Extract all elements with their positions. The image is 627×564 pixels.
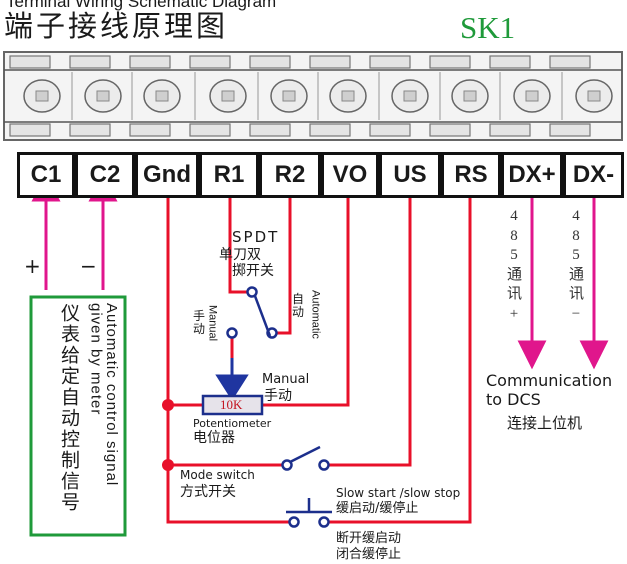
slow-note-2: 闭合缓停止 [336, 547, 402, 562]
red-wires [166, 196, 472, 524]
manual2-label-en: Manual [262, 372, 310, 387]
mode-switch-label-en: Mode switch [180, 468, 255, 482]
slow-note-1: 断开缓启动 [336, 531, 402, 546]
slow-label-en: Slow start /slow stop [336, 486, 461, 500]
model-label: SK1 [460, 10, 516, 45]
spdt-label-en: SPDT [232, 228, 280, 246]
comm-label-en-2: to DCS [486, 390, 541, 409]
automatic-label-cn: 自动 [292, 292, 305, 320]
auto-signal-label-en: Automatic control signal given by meter [87, 303, 120, 487]
pot-value: 10K [220, 397, 243, 412]
spdt-switch [226, 286, 278, 339]
terminal-c2: C2 [75, 152, 135, 198]
manual-label-en: Manual [206, 305, 219, 342]
title-english: Terminal Wiring Schematic Diagram [6, 0, 277, 11]
auto-signal-box [29, 295, 127, 537]
pot-label-cn: 电位器 [193, 430, 235, 446]
terminal-dx-minus: DX- [563, 152, 624, 198]
slow-start-switch [286, 498, 332, 528]
terminal-vo: VO [321, 152, 379, 198]
terminal-r1: R1 [199, 152, 259, 198]
spdt-label-cn1: 单刀双 [219, 247, 261, 263]
terminal-gnd: Gnd [135, 152, 199, 198]
terminal-rs: RS [441, 152, 501, 198]
pot-label-en: Potentiometer [193, 417, 272, 430]
minus-sign: − [80, 254, 97, 278]
spdt-label-cn2: 掷开关 [232, 263, 274, 279]
terminal-dx-plus: DX+ [501, 152, 563, 198]
mode-switch-label-cn: 方式开关 [180, 484, 236, 500]
manual-label-cn: 手动 [193, 309, 206, 337]
plus-sign: + [24, 254, 41, 278]
title-chinese: 端子接线原理图 [4, 9, 229, 43]
pot-wiper-arrow [215, 358, 249, 401]
terminal-c1: C1 [17, 152, 75, 198]
terminal-r2: R2 [259, 152, 321, 198]
comm-arrows [517, 198, 609, 370]
terminal-block-illustration [3, 51, 623, 141]
comm-label-en-1: Communication [486, 371, 613, 390]
rs485-plus-label: 485通讯+ [507, 208, 523, 322]
potentiometer-body [201, 394, 264, 416]
terminal-us: US [379, 152, 441, 198]
mode-switch [281, 445, 330, 471]
slow-label-cn: 缓启动/缓停止 [336, 501, 419, 516]
junction-dots [162, 399, 174, 471]
rs485-minus-label: 485通讯− [569, 208, 585, 322]
auto-signal-label-cn: 仪表给定自动控制信号 [57, 303, 80, 513]
manual2-label-cn: 手动 [264, 388, 292, 404]
automatic-label-en: Automatic [309, 290, 322, 339]
comm-label-cn: 连接上位机 [507, 414, 583, 432]
